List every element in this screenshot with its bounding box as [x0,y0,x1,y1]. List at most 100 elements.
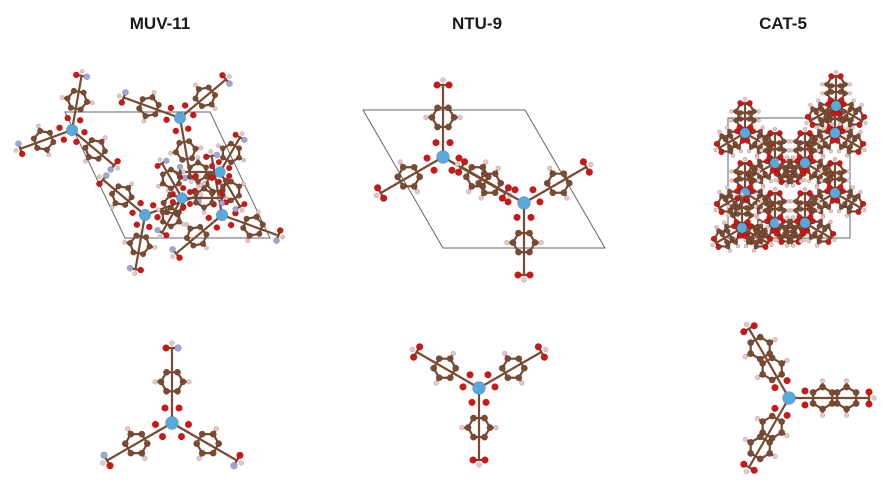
carbon-atom [756,355,764,363]
hydrogen-atom [168,150,174,156]
metal-atom [165,416,179,430]
hydrogen-atom [753,204,758,209]
metal-atom [517,196,531,210]
hydrogen-atom [459,424,465,431]
carbon-atom [435,355,443,363]
hydrogen-atom [478,195,484,201]
oxygen-atom [459,383,467,391]
carbon-atom [198,102,206,110]
hydrogen-atom [188,179,194,184]
carbon-atom [203,164,210,171]
carbon-atom [724,228,731,234]
hydrogen-atom [820,155,825,160]
end-group-atom [154,226,161,234]
hydrogen-atom [847,91,852,96]
hydrogen-atom [784,243,790,248]
hydrogen-atom [759,199,764,204]
oxygen-atom [189,111,197,119]
hydrogen-atom [397,159,403,165]
carbon-atom [193,440,201,448]
oxygen-atom [767,190,774,196]
carbon-atom [445,104,452,112]
oxygen-atom [511,186,519,194]
oxygen-atom [432,138,440,147]
carbon-atom [445,123,452,131]
carbon-atom [228,178,234,185]
hydrogen-atom [115,165,120,171]
carbon-atom [168,223,174,230]
end-group-atom [218,199,226,207]
hydrogen-atom [157,234,163,239]
carbon-atom [430,364,438,372]
hydrogen-atom [13,147,19,153]
hydrogen-atom [493,424,499,431]
hydrogen-atom [816,148,821,153]
oxygen-atom [176,254,183,262]
carbon-atom [747,339,755,347]
carbon-atom [732,140,738,147]
end-group-atom [241,136,248,144]
end-group-atom [230,462,238,470]
carbon-atom [140,250,147,258]
hydrogen-atom [816,139,821,144]
hydrogen-atom [241,157,246,163]
end-group-atom [762,244,769,251]
carbon-atom [727,133,734,139]
end-group-atom [373,184,382,192]
end-group-atom [713,200,720,207]
hydrogen-atom [198,192,204,198]
carbon-atom [136,105,143,112]
carbon-atom [259,221,266,228]
metal-atom [214,166,226,178]
carbon-atom [817,193,824,199]
carbon-atom [787,223,794,229]
hydrogen-atom [223,195,229,201]
carbon-atom [394,173,402,181]
hydrogen-atom [759,148,764,153]
title-cat-5: CAT-5 [759,14,807,33]
carbon-atom [399,182,407,190]
hydrogen-atom [198,145,204,151]
end-group-atom [469,456,477,464]
hydrogen-atom [772,126,778,132]
oxygen-atom [536,198,544,206]
oxygen-atom [799,167,806,174]
oxygen-atom [750,128,756,135]
hydrogen-atom [245,238,251,244]
oxygen-atom [579,158,588,166]
carbon-atom [843,113,849,120]
oxygen-atom [219,71,226,79]
hydrogen-atom [729,109,734,114]
carbon-atom [480,170,488,178]
carbon-atom [434,104,441,112]
hydrogen-atom [116,93,122,99]
hydrogen-atom [714,224,719,230]
oxygen-atom [162,344,170,352]
carbon-atom [747,449,755,457]
oxygen-atom [796,214,803,220]
hydrogen-atom [729,169,734,174]
hydrogen-atom [802,177,807,183]
hydrogen-atom [170,254,176,259]
bond [101,178,147,217]
carbon-atom [163,368,170,376]
carbon-atom [133,232,140,239]
oxygen-atom [215,178,222,186]
hydrogen-atom [789,208,794,213]
oxygen-atom [76,116,84,124]
oxygen-atom [433,81,441,89]
hydrogen-atom [784,183,790,188]
end-group-atom [740,460,748,468]
hydrogen-atom [756,169,761,174]
hydrogen-atom [100,460,106,466]
hydrogen-atom [132,271,138,277]
carbon-atom [215,440,223,448]
oxygen-atom [202,153,210,161]
metal-atom [736,222,748,234]
carbon-atom [185,138,193,145]
bond [70,74,83,132]
end-group-atom [498,194,507,202]
carbon-atom [787,163,794,169]
end-group-atom [746,100,753,106]
